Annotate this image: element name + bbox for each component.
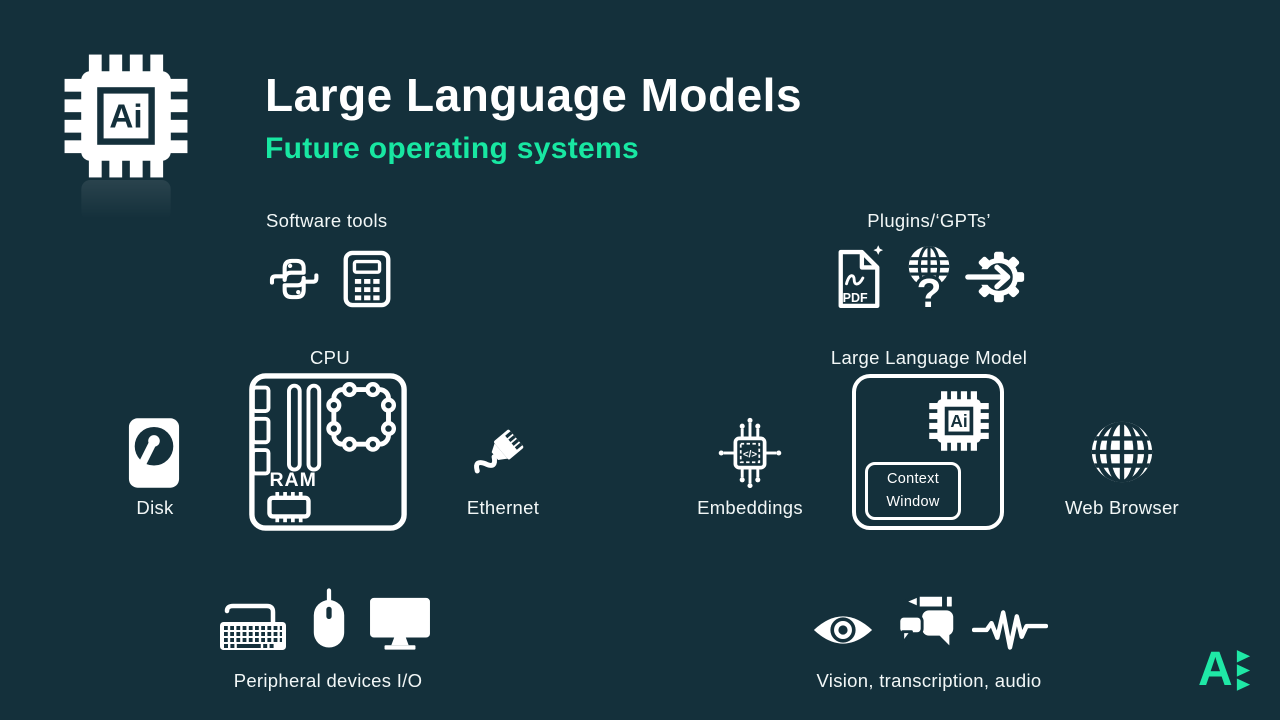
ram-label: RAM — [269, 469, 316, 491]
waveform-icon — [972, 606, 1048, 652]
logo-chip-text: Ai — [109, 99, 142, 136]
chat-pencil-icon — [893, 590, 961, 654]
llm-label: Large Language Model — [830, 347, 1028, 368]
context-window-line2: Window — [886, 494, 940, 510]
embeddings-label: Embeddings — [697, 497, 803, 518]
pdf-badge-text: PDF — [843, 291, 868, 305]
svg-text:?: ? — [917, 270, 942, 312]
ethernet-label: Ethernet — [466, 497, 540, 518]
mouse-icon — [310, 588, 348, 652]
page-title: Large Language Models — [265, 69, 803, 121]
peripherals-label: Peripheral devices I/O — [233, 670, 423, 691]
app-logo: Ai — [62, 52, 190, 240]
keyboard-icon — [216, 586, 290, 654]
llm-box: Ai Context Window — [852, 374, 1004, 530]
context-window-box: Context Window — [865, 462, 961, 520]
motherboard-icon: RAM — [248, 372, 408, 532]
embeddings-chip-text: </> — [743, 449, 757, 460]
brand-logo: A — [1198, 646, 1252, 694]
brand-letter: A — [1198, 643, 1233, 696]
calculator-icon — [341, 250, 393, 308]
logo-reflection — [62, 180, 190, 240]
disk-label: Disk — [136, 497, 174, 518]
embeddings-icon: </> — [712, 414, 788, 492]
software-tools-label: Software tools — [266, 210, 388, 231]
cpu-label: CPU — [310, 347, 350, 368]
ethernet-icon — [462, 418, 540, 484]
page-subtitle: Future operating systems — [265, 132, 639, 165]
modalities-label: Vision, transcription, audio — [816, 670, 1042, 691]
globe-question-icon: ? — [901, 242, 957, 312]
web-browser-icon — [1088, 418, 1156, 486]
gear-arrow-icon — [963, 243, 1029, 311]
disk-icon — [127, 416, 181, 490]
python-icon — [262, 249, 320, 309]
brand-triangles-icon — [1236, 650, 1250, 691]
context-window-line1: Context — [886, 470, 940, 487]
plugins-label: Plugins/‘GPTs’ — [867, 210, 991, 231]
web-browser-label: Web Browser — [1065, 497, 1179, 518]
monitor-icon — [368, 595, 432, 653]
eye-icon — [811, 608, 875, 652]
ai-chip-icon: Ai — [64, 54, 188, 178]
llm-chip-text: Ai — [950, 411, 967, 431]
llm-ai-chip-icon: Ai — [928, 390, 990, 452]
pdf-icon: PDF — [834, 245, 884, 311]
